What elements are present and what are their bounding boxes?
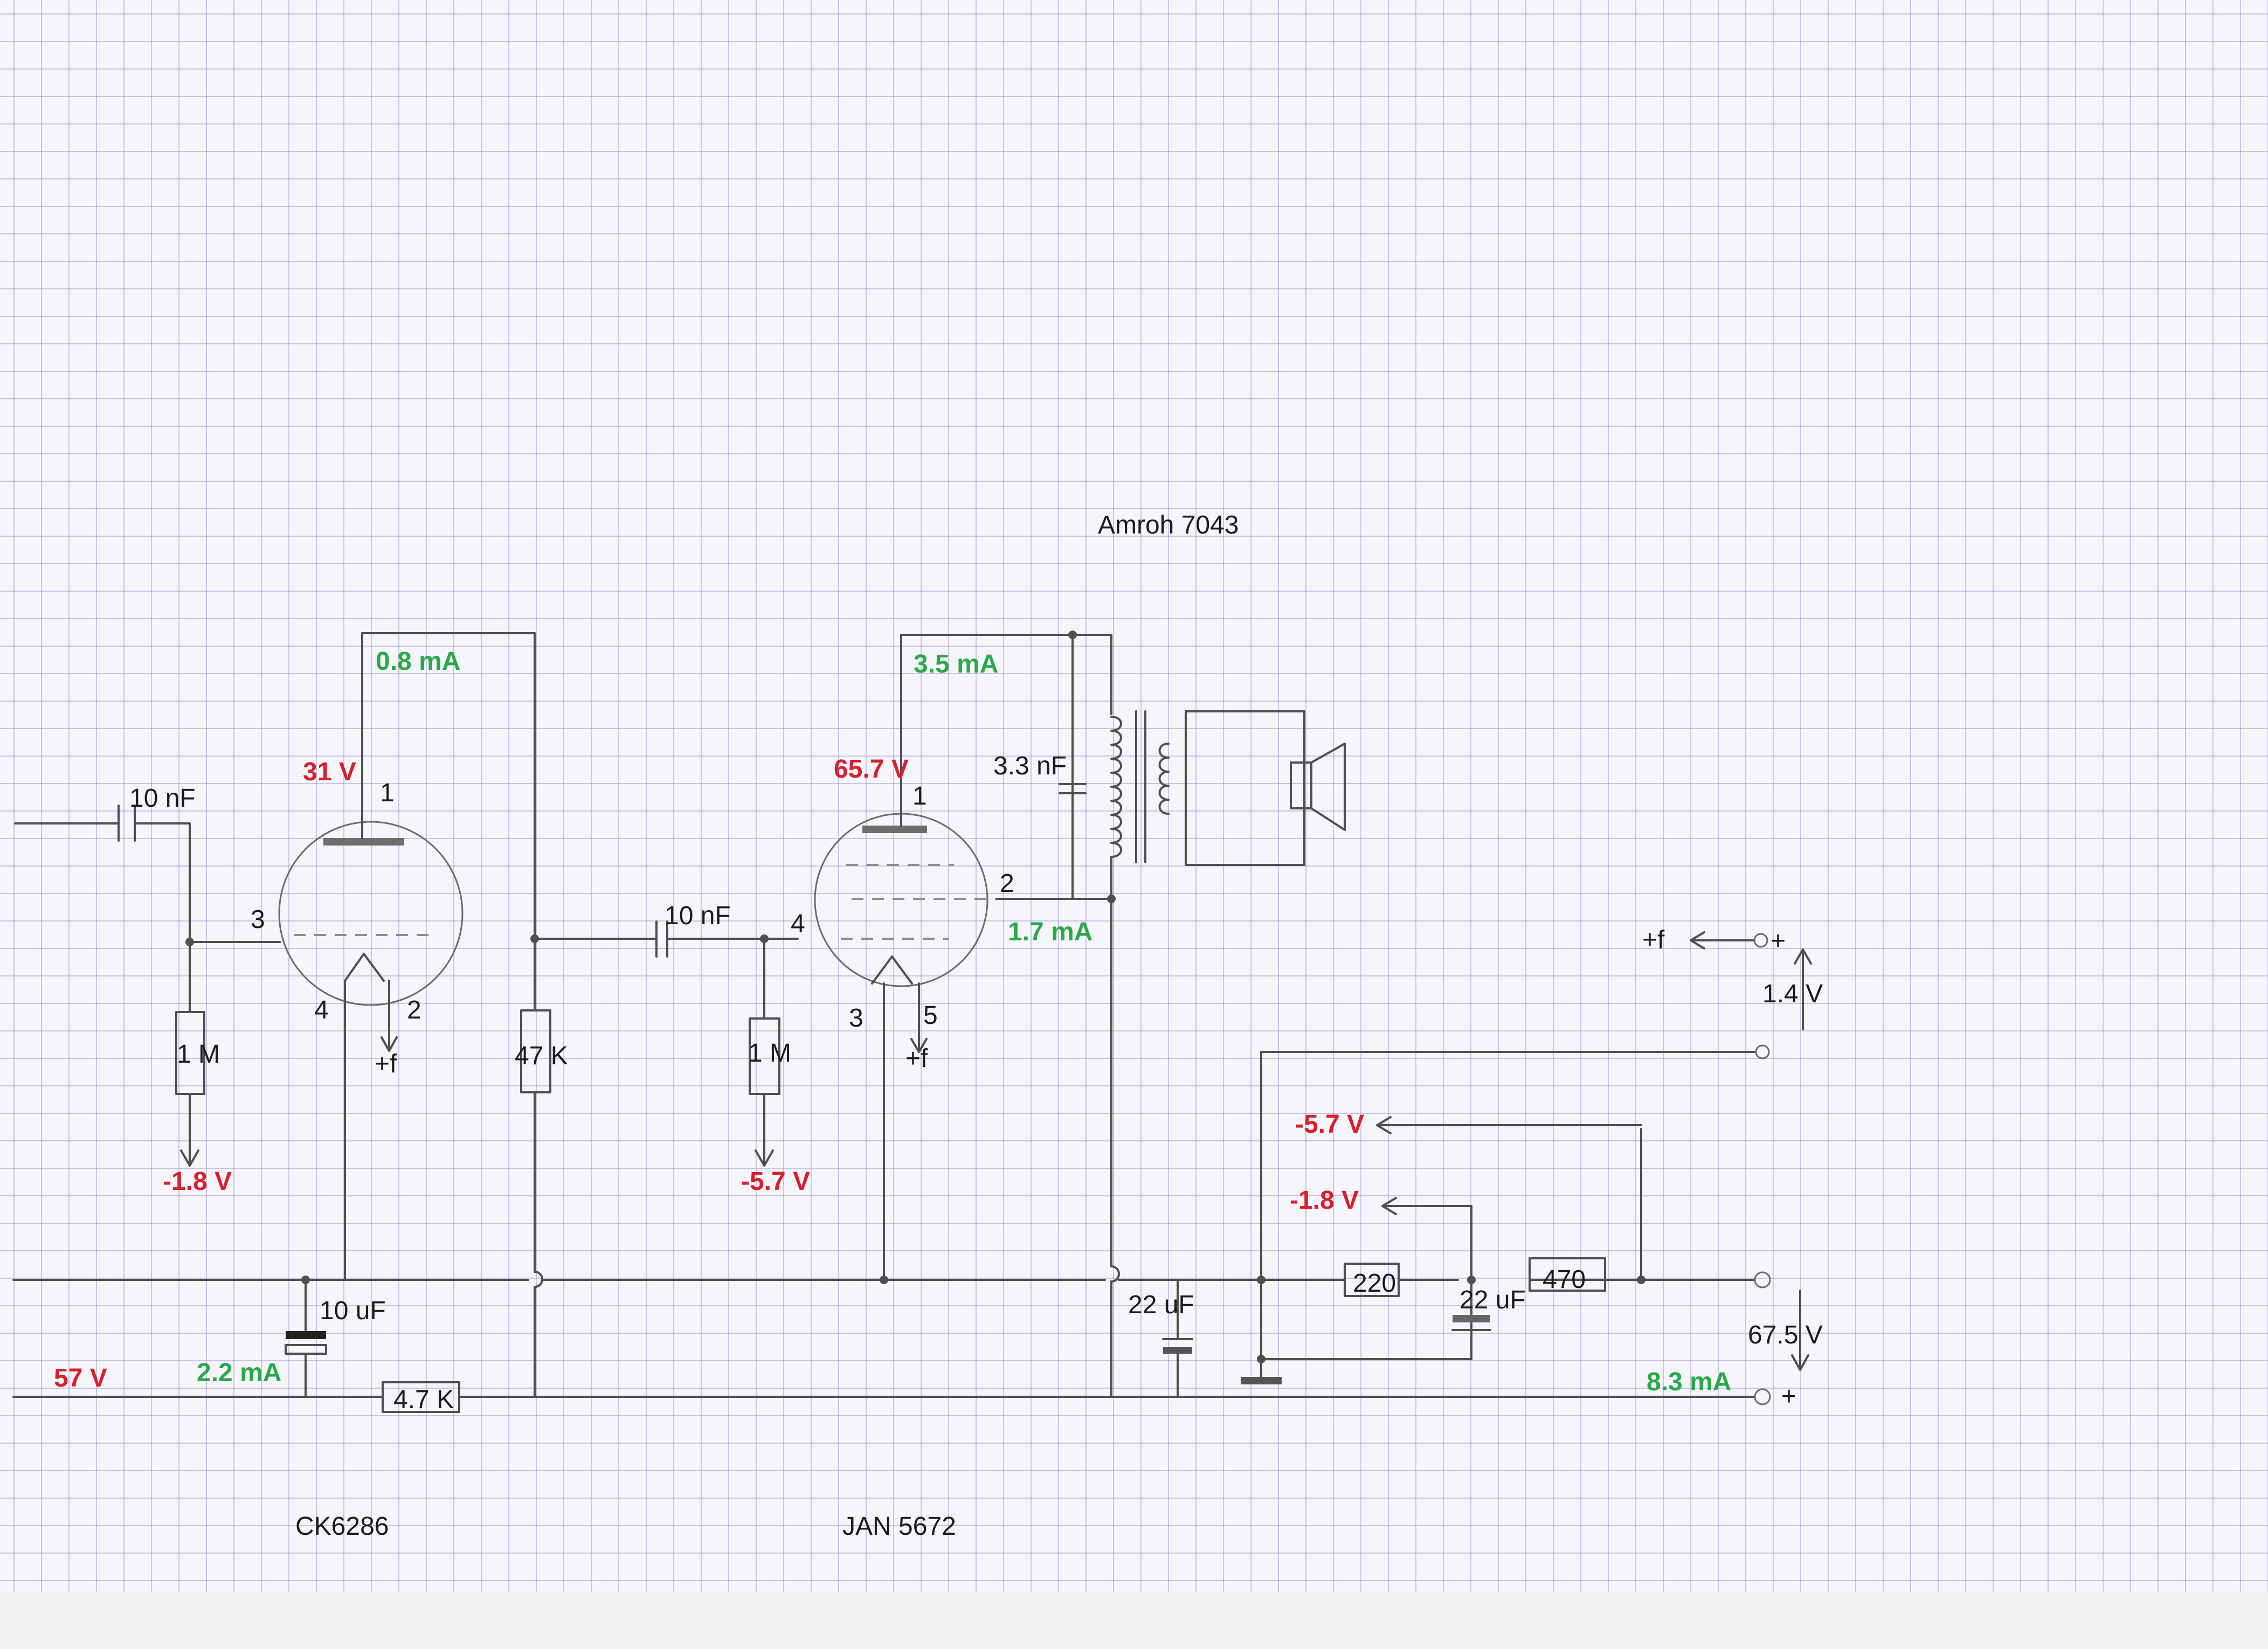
plate2-capacitor-symbol [1059, 783, 1087, 794]
plate1-load-wire [520, 632, 551, 1398]
tube2-envelope [814, 634, 1074, 987]
tube2-plate-voltage: 65.7 V [834, 755, 909, 784]
bias-taps [1376, 1116, 1642, 1215]
tube1-pin2-label: 2 [407, 996, 421, 1024]
tube2-pin5-label: 5 [923, 1001, 938, 1030]
tube2-name: JAN 5672 [842, 1512, 956, 1541]
coupling-wire [534, 920, 799, 1167]
filter1-capacitor-label: 22 uF [1128, 1291, 1194, 1319]
tube2-pin2-label: 2 [1000, 869, 1014, 898]
coupling-capacitor-label: 10 nF [665, 902, 731, 930]
screen-supply-wire [1110, 898, 1120, 1398]
cathode-capacitor-label: 10 uF [320, 1297, 386, 1325]
filament-supply-label: +f [1642, 926, 1665, 954]
b-supply-voltage: 57 V [54, 1364, 107, 1392]
grid1-wire [185, 938, 281, 1013]
b-voltage-arrow [1791, 1290, 1809, 1371]
tube2-filament-label: +f [905, 1044, 928, 1073]
diagram-title: Amroh 7043 [1098, 511, 1239, 539]
tube2-plate-current: 3.5 mA [914, 650, 998, 678]
tube1-plate-voltage: 31 V [303, 758, 356, 786]
grid1-bias-voltage: -1.8 V [163, 1167, 232, 1196]
input-wire [14, 822, 191, 943]
tube2-pin1-label: 1 [912, 782, 927, 810]
filament-supply [1690, 931, 1812, 1030]
tube1-envelope [278, 632, 536, 1006]
tube1-name: CK6286 [295, 1512, 389, 1541]
tube2-pin4-label: 4 [791, 910, 805, 938]
filament-plus-label: + [1771, 927, 1786, 955]
speaker-icon [1290, 743, 1346, 831]
cathode-current: 2.2 mA [197, 1359, 281, 1387]
bias-wire-main [1241, 1044, 1770, 1384]
grid2-resistor-label: 1 M [748, 1039, 791, 1068]
grid1-resistor-label: 1 M [177, 1040, 220, 1069]
plate2-capacitor-label: 3.3 nF [993, 752, 1067, 780]
filter-resistors [1344, 1128, 1642, 1359]
cathode-resistor-label: 4.7 K [393, 1385, 454, 1414]
tube1-filament-wire [381, 980, 398, 1052]
tube1-filament-label: +f [375, 1050, 397, 1078]
bias-tap-18-voltage: -1.8 V [1290, 1186, 1359, 1215]
filament-voltage-label: 1.4 V [1762, 980, 1823, 1008]
tube2-screen-current: 1.7 mA [1008, 918, 1092, 946]
filter2-resistor-label: 470 [1543, 1265, 1586, 1294]
b-plus-rail [12, 1381, 1771, 1413]
tube2-screen-wire [996, 895, 1116, 903]
ground-rail [12, 1271, 1771, 1288]
input-capacitor-label: 10 nF [129, 784, 196, 813]
grid2-bias-voltage: -5.7 V [741, 1167, 810, 1196]
b-plus-label: + [1781, 1382, 1796, 1411]
grid1-resistor-symbol [175, 1011, 205, 1167]
tube2-filament-wire [910, 982, 928, 1053]
b-voltage-label: 67.5 V [1748, 1321, 1823, 1349]
filter1-capacitor [1162, 1279, 1193, 1398]
filter2-capacitor-label: 22 uF [1460, 1286, 1526, 1314]
output-transformer [1068, 630, 1305, 900]
tube1-pin1-label: 1 [380, 779, 395, 807]
plate1-resistor-label: 47 K [515, 1042, 568, 1070]
graph-paper-sheet [0, 0, 2268, 1592]
total-current: 8.3 mA [1647, 1368, 1731, 1396]
filter1-resistor-label: 220 [1353, 1269, 1396, 1298]
tube1-pin3-label: 3 [251, 905, 265, 934]
bias-tap-57-voltage: -5.7 V [1295, 1110, 1364, 1139]
input-capacitor-symbol [117, 805, 136, 842]
tube1-pin4-label: 4 [314, 996, 329, 1024]
tube2-cathode-wire [880, 982, 888, 1284]
cathode-bypass [285, 1279, 327, 1398]
scanner-margin [0, 1592, 2268, 1649]
tube1-plate-current: 0.8 mA [376, 647, 460, 676]
tube2-pin3-label: 3 [849, 1004, 863, 1033]
